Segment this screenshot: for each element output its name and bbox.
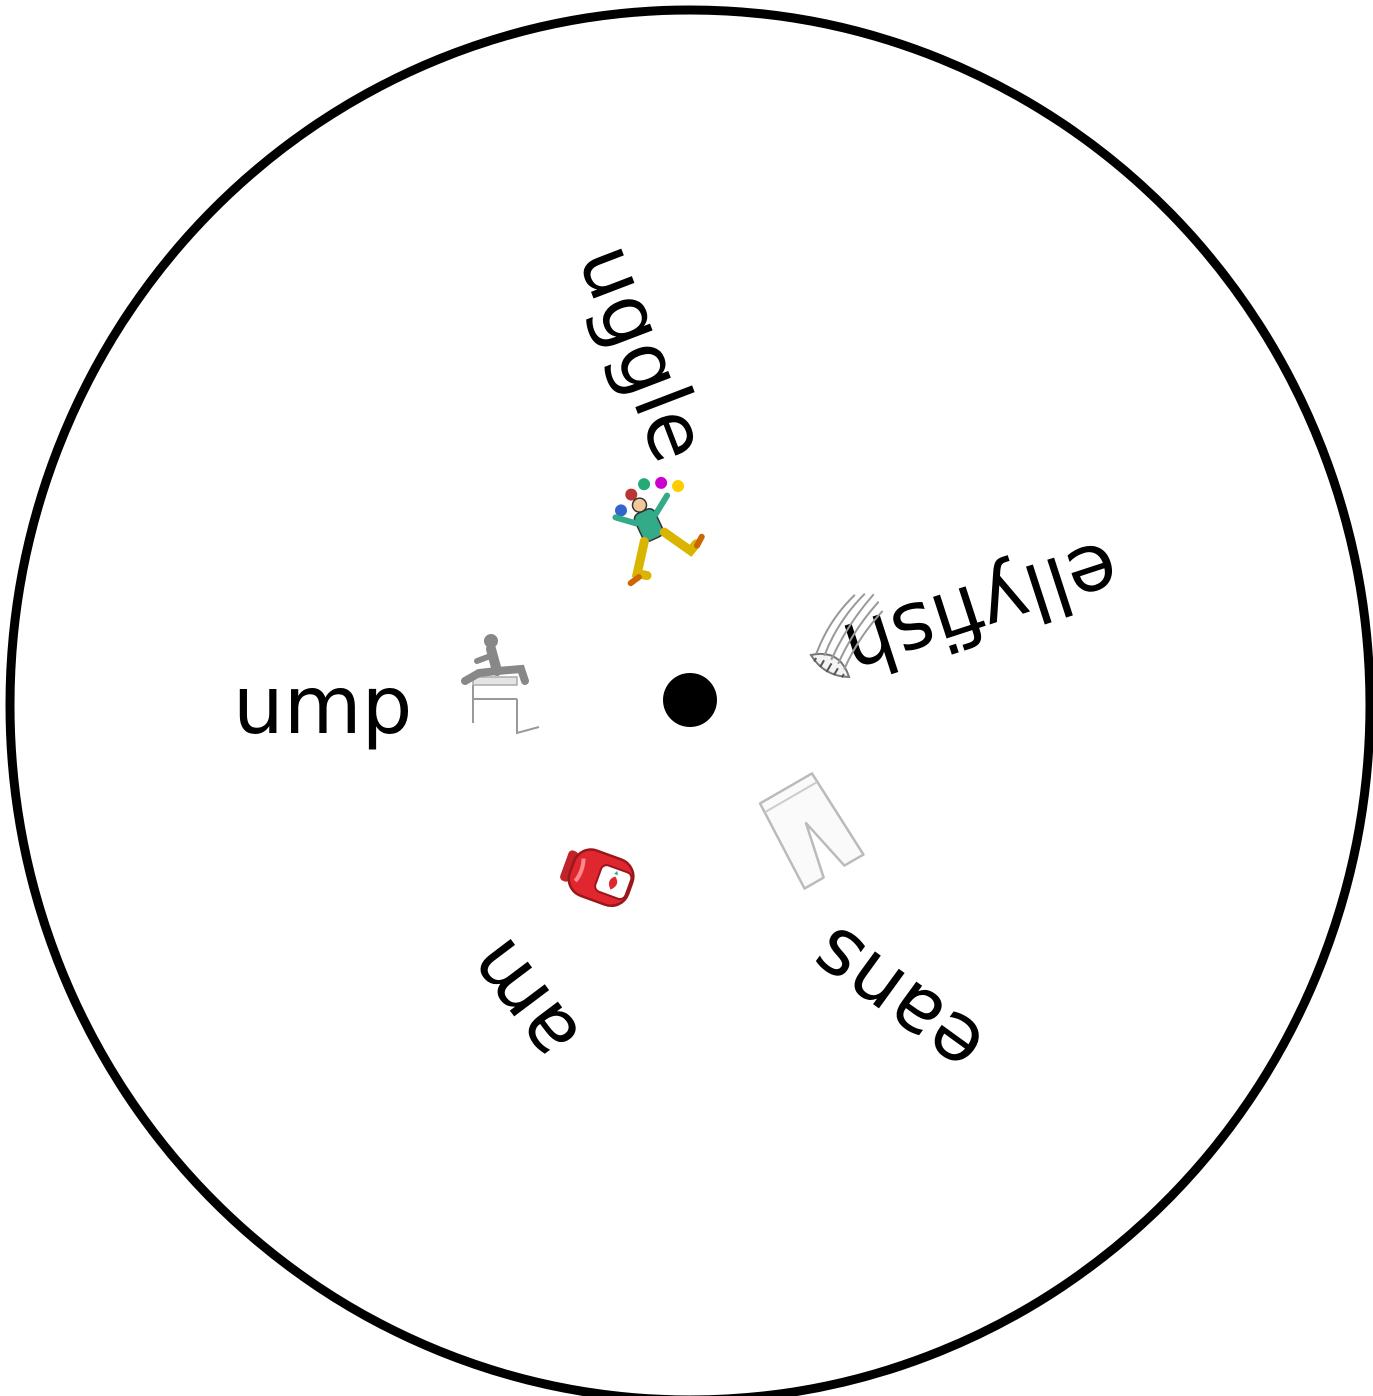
word-ellyfish: ellyfish	[832, 522, 1131, 698]
word-am: am	[447, 922, 598, 1079]
jam-jar-icon	[556, 842, 638, 911]
word-uggle: uggle	[560, 231, 727, 473]
jeans-icon	[757, 771, 864, 888]
word-ump: ump	[233, 659, 412, 752]
juggler-icon	[593, 464, 713, 584]
word-eans: eans	[792, 908, 1001, 1095]
jumping-hurdler-icon	[465, 634, 539, 733]
center-pivot-dot	[663, 673, 717, 727]
